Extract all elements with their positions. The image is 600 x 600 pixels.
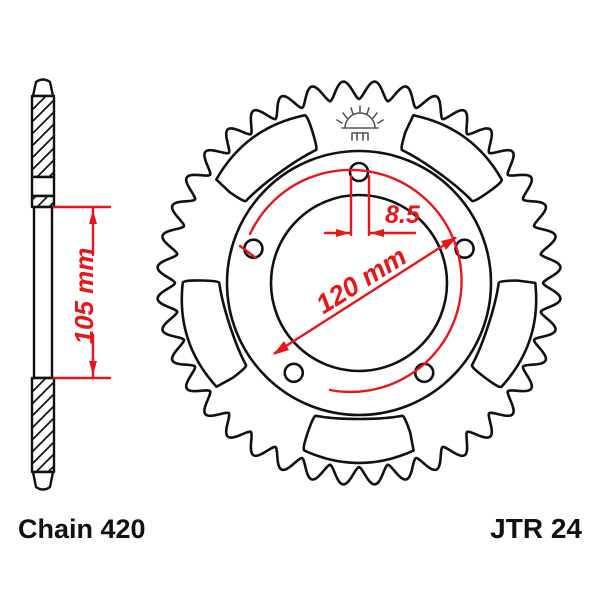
bolt-hole: [413, 362, 435, 384]
lightening-cutout: [302, 414, 415, 465]
dimension-8_5-arrows: [336, 229, 384, 237]
bolt-hole: [454, 238, 475, 259]
lightening-cutout: [215, 114, 318, 203]
dimension-120mm: [238, 168, 463, 394]
part-number-label: JTR 24: [490, 513, 582, 544]
sunburst-logo: [336, 105, 384, 141]
hub-bore-circle: [269, 193, 449, 373]
lightening-cutout: [180, 279, 248, 389]
dimension-120mm-arrows: [273, 237, 457, 355]
sprocket-front-view: 120 mm 8.5: [156, 80, 562, 486]
bolt-hole: [283, 362, 305, 384]
dimension-8_5-label: 8.5: [385, 201, 421, 229]
lightening-cutout: [400, 114, 504, 203]
lightening-cutout: [470, 279, 538, 389]
chain-size-label: Chain 420: [18, 514, 146, 544]
section-hatching: [32, 96, 54, 472]
side-section-view: 105 mm: [30, 78, 112, 491]
dimension-105mm-arrows: [89, 210, 97, 375]
web-outer-circle: [225, 149, 493, 417]
dimension-105mm-label: 105 mm: [69, 248, 99, 345]
lightening-cutouts: [180, 114, 538, 465]
